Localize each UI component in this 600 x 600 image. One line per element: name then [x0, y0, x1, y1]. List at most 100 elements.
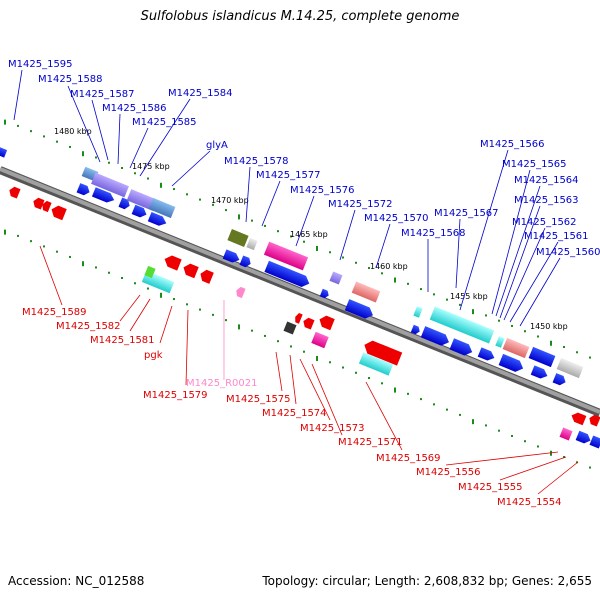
gene-feature[interactable] [502, 337, 530, 359]
gene-feature[interactable] [181, 262, 199, 279]
gene-label[interactable]: M1425_1569 [376, 453, 441, 464]
gene-feature[interactable] [246, 237, 258, 251]
gene-label[interactable]: M1425_1565 [502, 159, 567, 170]
gene-label[interactable]: M1425_1571 [338, 437, 403, 448]
gene-feature[interactable] [498, 353, 526, 374]
gene-feature[interactable] [449, 338, 475, 357]
gene-feature[interactable] [413, 306, 423, 318]
gene-feature[interactable] [264, 260, 311, 289]
gene-feature[interactable] [552, 373, 568, 387]
gene-feature[interactable] [477, 347, 497, 362]
gene-label[interactable]: M1425_1568 [401, 228, 466, 239]
gene-feature[interactable] [40, 200, 52, 213]
gene-feature[interactable] [234, 286, 246, 299]
gene-label[interactable]: M1425_1570 [364, 213, 429, 224]
tick-dot [43, 245, 45, 248]
gene-label[interactable]: M1425_1567 [434, 208, 499, 219]
gene-feature[interactable] [49, 204, 67, 221]
gene-feature[interactable] [263, 241, 309, 271]
gene-feature[interactable] [283, 321, 297, 335]
kbp-label: 1470 kbp [211, 196, 249, 205]
gene-feature[interactable] [0, 146, 8, 158]
gene-feature[interactable] [118, 197, 131, 210]
gene-label[interactable]: M1425_1560 [536, 247, 600, 258]
gene-label[interactable]: M1425_1573 [300, 423, 365, 434]
gene-label[interactable]: M1425_1587 [70, 89, 135, 100]
gene-feature[interactable] [311, 331, 329, 349]
gene-label[interactable]: M1425_1588 [38, 74, 103, 85]
gene-feature[interactable] [147, 211, 168, 228]
gene-feature[interactable] [301, 316, 315, 330]
gene-feature[interactable] [126, 189, 158, 211]
gene-feature[interactable] [351, 281, 381, 303]
gene-label[interactable]: M1425_1576 [290, 185, 355, 196]
gene-feature[interactable] [319, 288, 330, 299]
gene-label[interactable]: M1425_1566 [480, 139, 545, 150]
gene-feature[interactable] [131, 204, 149, 220]
gene-feature[interactable] [91, 172, 129, 198]
gene-label[interactable]: M1425_1563 [514, 195, 579, 206]
gene-label[interactable]: M1425_1586 [102, 103, 167, 114]
gene-label[interactable]: M1425_1585 [132, 117, 197, 128]
gene-label[interactable]: M1425_1584 [168, 88, 233, 99]
gene-feature[interactable] [587, 413, 600, 427]
gene-feature[interactable] [589, 435, 600, 449]
gene-label[interactable]: M1425_1556 [416, 467, 481, 478]
gene-label[interactable]: glyA [206, 140, 228, 151]
tick-dots [4, 119, 591, 469]
gene-label[interactable]: M1425_1589 [22, 307, 87, 318]
gene-feature[interactable] [91, 187, 116, 205]
gene-feature[interactable] [222, 249, 242, 264]
gene-feature[interactable] [358, 352, 394, 376]
gene-feature[interactable] [31, 196, 45, 210]
tick-dot [43, 135, 45, 138]
tick-dot [56, 250, 58, 253]
gene-label[interactable]: M1425_1554 [497, 497, 562, 508]
leader-lines [13, 69, 579, 495]
gene-feature[interactable] [144, 265, 156, 279]
gene-label[interactable]: M1425_1572 [328, 199, 393, 210]
gene-feature[interactable] [362, 338, 403, 366]
gene-feature[interactable] [570, 411, 587, 426]
gene-feature[interactable] [495, 336, 505, 348]
gene-feature[interactable] [76, 183, 92, 197]
gene-feature[interactable] [528, 346, 556, 368]
tick-dot [472, 309, 474, 315]
gene-feature[interactable] [7, 185, 21, 199]
gene-feature[interactable] [148, 197, 176, 219]
tick-dot [277, 340, 279, 343]
gene-feature[interactable] [227, 229, 249, 247]
gene-feature[interactable] [293, 312, 303, 324]
gene-label[interactable]: pgk [144, 350, 163, 361]
gene-feature[interactable] [344, 299, 375, 321]
gene-label[interactable]: M1425_1579 [143, 390, 208, 401]
gene-label[interactable]: M1425_1578 [224, 156, 289, 167]
gene-label[interactable]: M1425_1564 [514, 175, 579, 186]
gene-feature[interactable] [239, 255, 252, 268]
gene-label[interactable]: M1425_1595 [8, 59, 73, 70]
gene-feature[interactable] [559, 427, 573, 441]
gene-label[interactable]: M1425_1577 [256, 170, 321, 181]
tick-dot [147, 287, 149, 290]
gene-label[interactable]: M1425_1555 [458, 482, 523, 493]
tick-dot [459, 413, 461, 416]
gene-feature[interactable] [317, 314, 335, 331]
gene-feature[interactable] [556, 357, 584, 379]
gene-feature[interactable] [420, 326, 451, 348]
gene-label[interactable]: M1425_1574 [262, 408, 327, 419]
gene-label[interactable]: M1425_1575 [226, 394, 291, 405]
gene-feature[interactable] [198, 268, 214, 284]
gene-feature[interactable] [575, 430, 593, 446]
gene-label[interactable]: M1425_1582 [56, 321, 121, 332]
gene-label[interactable]: M1425_1581 [90, 335, 155, 346]
gene-label[interactable]: M1425_1561 [524, 231, 589, 242]
gene-label[interactable]: M1425_1562 [512, 217, 577, 228]
tick-dot [17, 124, 19, 127]
gene-feature[interactable] [429, 306, 495, 344]
gene-feature[interactable] [329, 271, 343, 285]
gene-label[interactable]: M1425_R0021 [186, 378, 257, 389]
gene-feature[interactable] [162, 253, 182, 271]
gene-feature[interactable] [410, 324, 421, 335]
gene-feature[interactable] [530, 365, 550, 380]
